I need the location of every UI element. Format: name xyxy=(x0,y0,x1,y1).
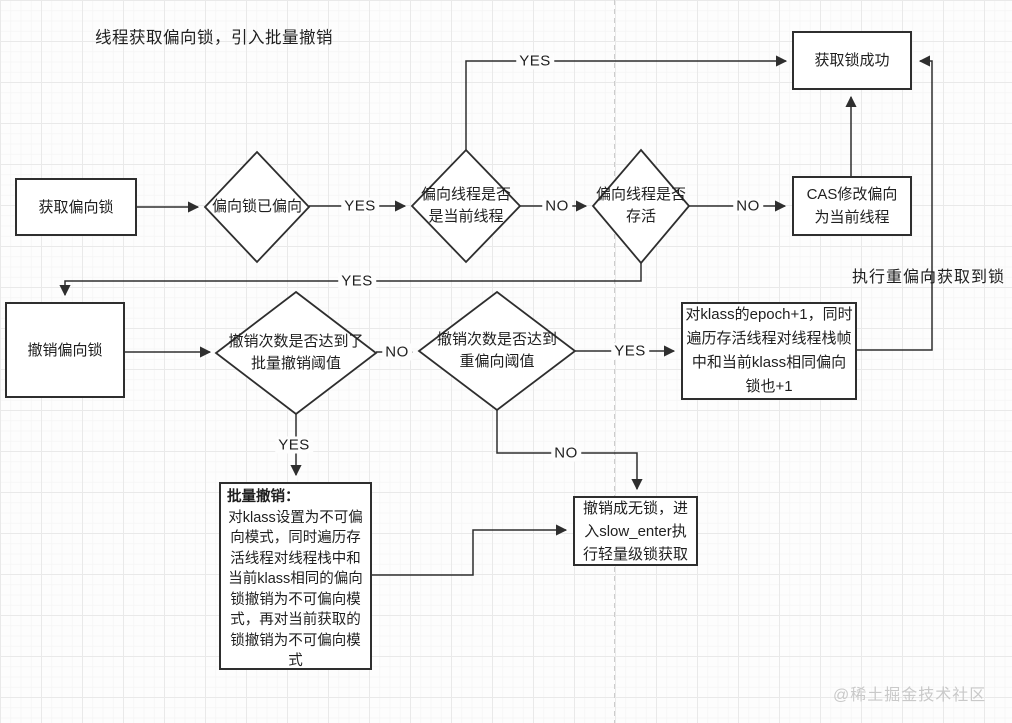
decision-diamonds xyxy=(203,148,691,416)
node-bulk-revoke: 批量撤销： 对klass设置为不可偏向模式，同时遍历存活线程对线程栈中和当前kl… xyxy=(219,482,372,670)
edge-label-yes-bulk-revoke: YES xyxy=(275,436,313,454)
node-label: 撤销偏向锁 xyxy=(27,341,103,359)
edge-epoch-to-success xyxy=(857,55,933,351)
edge-label-no-bulk-threshold: NO xyxy=(382,343,412,361)
node-cas-modify-bias: CAS修改偏向为当前线程 xyxy=(792,176,912,236)
edge-label-yes-biased: YES xyxy=(341,197,379,215)
rebias-note: 执行重偏向获取到锁 xyxy=(852,269,1006,286)
diagram-title: 线程获取偏向锁，引入批量撤销 xyxy=(95,29,333,47)
edge-label-yes-current-thread: YES xyxy=(516,52,554,70)
node-label: CAS修改偏向为当前线程 xyxy=(806,186,898,226)
diamond-reach-bulk-revoke-threshold xyxy=(214,290,378,416)
edge-bulk-to-lockfree xyxy=(372,524,568,576)
edge-current-yes-to-success xyxy=(465,55,788,150)
node-revoke-to-lock-free: 撤销成无锁，进入slow_enter执行轻量级锁获取 xyxy=(573,496,698,566)
diamond-reach-rebias-threshold xyxy=(417,290,577,412)
node-label: 对klass的epoch+1，同时遍历存活线程对线程栈帧中和当前klass相同偏… xyxy=(685,306,853,395)
node-label: 撤销成无锁，进入slow_enter执行轻量级锁获取 xyxy=(582,499,688,563)
edge-label-no-alive: NO xyxy=(733,197,763,215)
node-label: 获取偏向锁 xyxy=(38,198,114,216)
node-label: 获取锁成功 xyxy=(814,52,890,69)
node-revoke-biased-lock: 撤销偏向锁 xyxy=(5,302,125,398)
bulk-revoke-title: 批量撤销： xyxy=(227,489,300,505)
diamond-biased-thread-alive xyxy=(591,148,691,265)
watermark: @稀土掘金技术社区 xyxy=(833,687,987,704)
node-epoch-increment: 对klass的epoch+1，同时遍历存活线程对线程栈帧中和当前klass相同偏… xyxy=(681,302,857,400)
edge-label-no-current-thread: NO xyxy=(542,197,572,215)
edge-label-yes-alive: YES xyxy=(338,272,376,290)
node-acquire-lock-success: 获取锁成功 xyxy=(792,31,912,90)
diamond-biased-thread-is-current xyxy=(410,148,522,264)
diamond-lock-already-biased xyxy=(203,150,311,264)
node-acquire-biased-lock: 获取偏向锁 xyxy=(15,178,137,236)
edge-label-no-rebias: NO xyxy=(551,444,581,462)
bulk-revoke-body: 对klass设置为不可偏向模式，同时遍历存活线程对线程栈中和当前klass相同的… xyxy=(228,509,363,670)
edge-label-yes-rebias-threshold: YES xyxy=(611,342,649,360)
